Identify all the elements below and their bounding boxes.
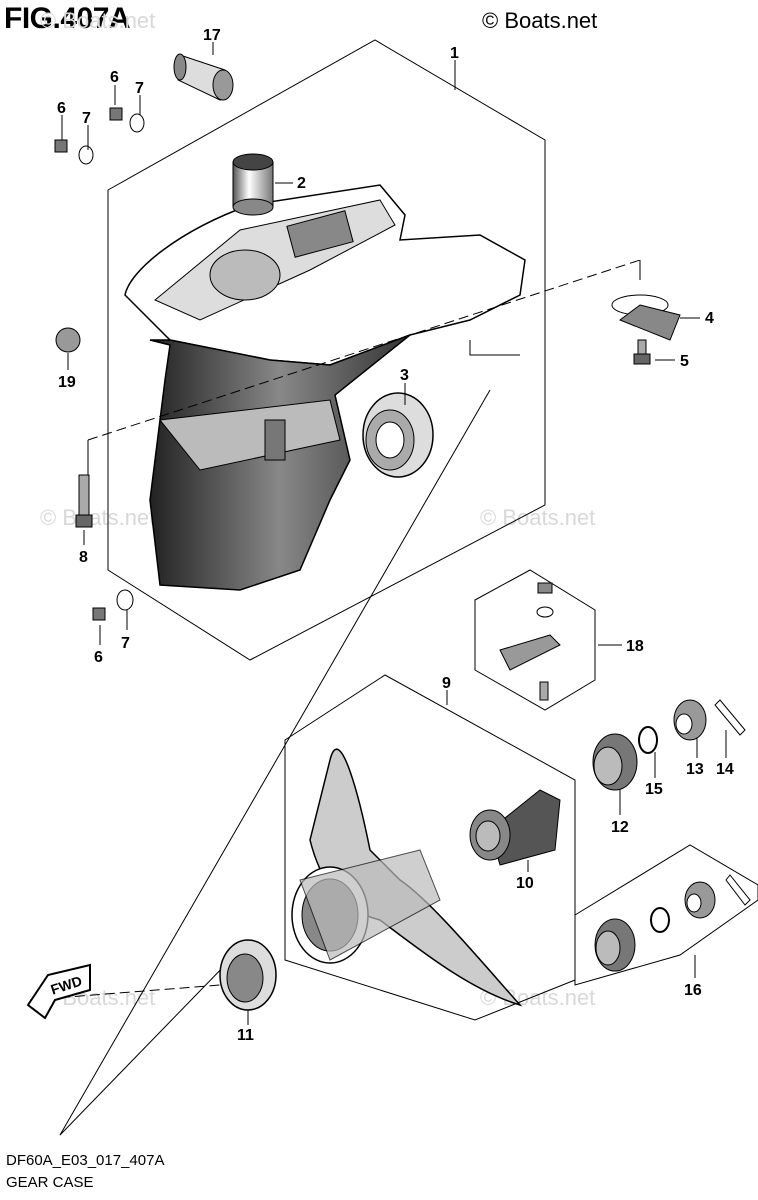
bearing-icon: [362, 392, 434, 478]
copyright-notice: © Boats.net: [482, 8, 598, 33]
gear-case-frame: [107, 39, 546, 661]
callout-5: 5: [680, 353, 689, 370]
washer-icon: [638, 726, 658, 754]
figure-title: FIG.407A: [4, 2, 131, 35]
callout-17: 17: [203, 27, 221, 44]
callout-10: 10: [516, 875, 534, 892]
guide-lines: [59, 260, 641, 1136]
callout-9: 9: [442, 675, 451, 692]
thrust-washer-icon: [219, 939, 277, 1011]
callout-8: 8: [79, 549, 88, 566]
callout-2: 2: [297, 175, 306, 192]
water-pipe-icon: [173, 53, 234, 101]
callout-3: 3: [400, 367, 409, 384]
small-bolt-icon: [633, 339, 651, 365]
bolt-washer-icons: [54, 107, 145, 621]
gear-case-icon: [124, 184, 526, 591]
long-bolt-icon: [75, 474, 93, 528]
callout-7c: 7: [121, 635, 130, 652]
bushing-icon: [232, 153, 274, 216]
callout-13: 13: [686, 761, 704, 778]
propeller-icon: [291, 748, 523, 1007]
fwd-direction-arrow: FWD: [26, 963, 91, 1020]
watermark-1: © Boats.net: [40, 8, 155, 33]
callout-18: 18: [626, 638, 644, 655]
castle-nut-icon: [673, 699, 707, 741]
cotter-pin-icon: [714, 699, 746, 736]
kit-frame-18: [474, 569, 596, 711]
drawing-code: DF60A_E03_017_407A: [6, 1152, 165, 1169]
callout-11: 11: [237, 1027, 254, 1044]
kit-frame-16: [574, 844, 758, 986]
callout-19: 19: [58, 374, 76, 391]
section-name: GEAR CASE: [6, 1174, 94, 1191]
callout-leader-lines: [61, 42, 727, 1025]
callout-6b: 6: [57, 100, 66, 117]
callout-7b: 7: [82, 110, 91, 127]
thrust-bushing-icon: [469, 789, 561, 866]
callout-numbers: 1 2 3 4 5 6 6 6 7 7 7 8 9 10 11 12 13 14…: [57, 27, 734, 1044]
watermark-2: © Boats.net: [40, 505, 155, 530]
callout-6a: 6: [110, 69, 119, 86]
callout-15: 15: [645, 781, 663, 798]
propeller-nut-kit-icon: [594, 874, 751, 972]
callout-6c: 6: [94, 649, 103, 666]
callout-1: 1: [450, 45, 459, 62]
anode-fin-icon: [611, 294, 681, 341]
spacer-icon: [592, 733, 638, 791]
grommet-icon: [55, 327, 81, 353]
callout-7a: 7: [135, 80, 144, 97]
callout-12: 12: [611, 819, 629, 836]
callout-4: 4: [705, 310, 714, 327]
callout-16: 16: [684, 982, 702, 999]
trim-tab-kit-icon: [499, 582, 561, 701]
callout-14: 14: [716, 761, 734, 778]
